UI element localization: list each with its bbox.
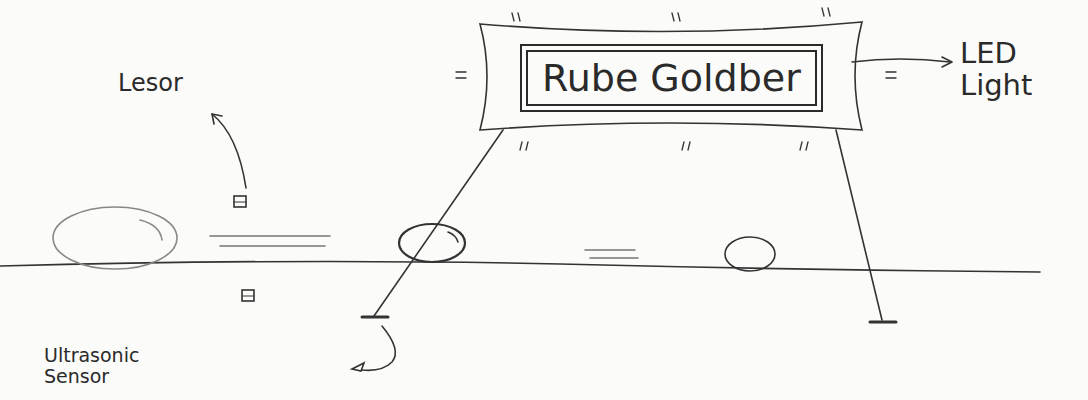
leg-foot [870,321,896,324]
laser-receiver [242,290,254,301]
ball-shade [448,232,458,242]
sign-box: Rube Goldber [526,50,817,106]
arrow-head [352,363,364,371]
laser-label: Lesor [118,70,238,96]
leader-arrow [362,326,395,370]
ball [53,207,177,269]
led-label: LED Light [960,38,1070,102]
arrow-head [942,57,952,67]
sign-leg [374,130,503,316]
ball [725,237,775,271]
sign-frame [480,22,862,130]
sign-text: Rube Goldber [542,56,801,100]
ground-line [0,261,1040,272]
ball-shade [140,220,162,240]
leader-arrow [852,59,950,62]
sign-leg [836,130,882,320]
sensor-label: Ultrasonic Sensor [44,345,154,387]
arrow-head [212,114,222,124]
motion-lines [210,236,638,258]
laser-emitter [234,196,246,207]
leg-foot [362,316,388,319]
ball [399,224,465,262]
leader-arrow [212,114,246,188]
glow-ticks [456,8,896,150]
